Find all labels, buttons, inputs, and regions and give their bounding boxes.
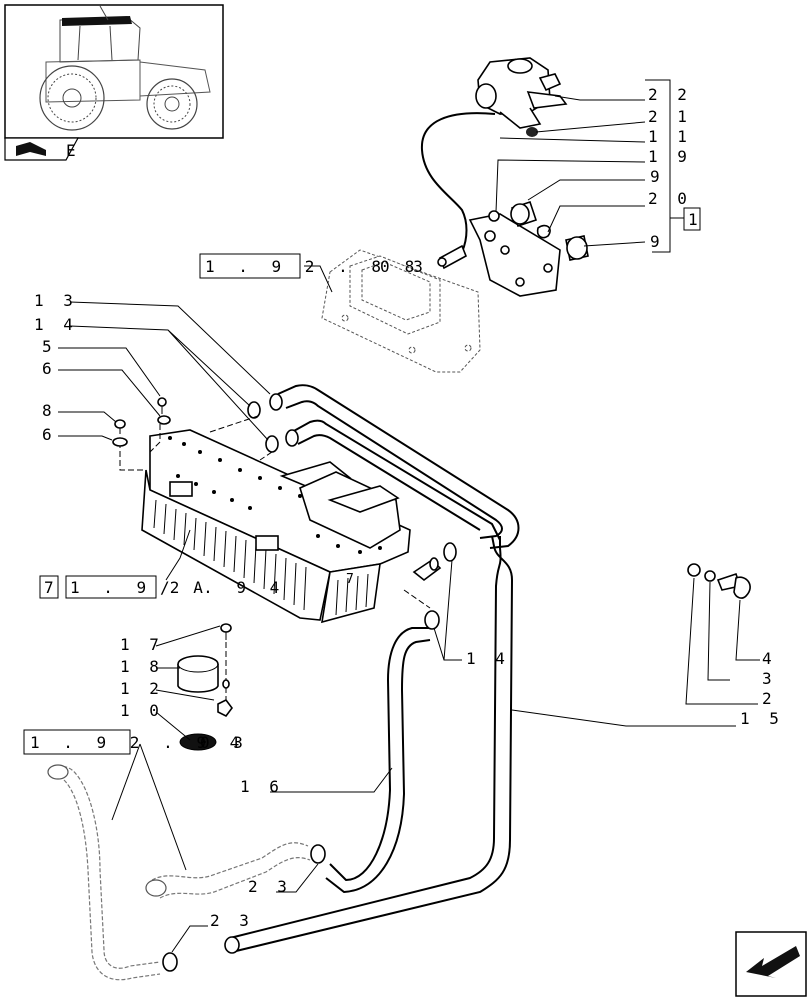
screw-8 bbox=[114, 419, 126, 434]
hose-16 bbox=[325, 627, 431, 894]
part-19 bbox=[488, 210, 500, 222]
tractor-thumbnail[interactable] bbox=[4, 4, 224, 139]
clamp-23b bbox=[162, 952, 178, 972]
group-bracket bbox=[645, 79, 671, 253]
callout-20: 2 0 bbox=[648, 189, 692, 208]
control-cable bbox=[420, 112, 496, 253]
valve-bracket bbox=[437, 213, 561, 297]
filter-10 bbox=[179, 733, 217, 751]
svg-text:7: 7 bbox=[44, 578, 54, 597]
callout-12: 1 2 bbox=[120, 679, 164, 698]
sensor-part-9b bbox=[565, 235, 589, 261]
callout-18: 1 8 bbox=[120, 657, 164, 676]
clamp-23a bbox=[310, 844, 326, 864]
hose-core-lower bbox=[285, 419, 501, 541]
callout-14b: 1 4 bbox=[466, 649, 510, 668]
callout-22: 2 2 bbox=[648, 85, 692, 104]
ref-1-92-94[interactable]: 1 . 9 2 . 9 4 bbox=[23, 729, 246, 755]
hose-13 bbox=[269, 384, 520, 549]
bleed-screw-4 bbox=[716, 572, 751, 599]
hose-15 bbox=[229, 535, 514, 953]
ring-18 bbox=[222, 679, 230, 689]
hose-15-end bbox=[224, 936, 240, 954]
filter-cap-18 bbox=[177, 655, 219, 693]
callout-8: 8 bbox=[42, 401, 57, 420]
callout-9b: 9 bbox=[650, 232, 665, 251]
ref-1-92-88-suffix: 0 3 bbox=[380, 257, 430, 276]
callout-16: 1 6 bbox=[240, 777, 284, 796]
ref-1-92-94-suffix: 0 3 bbox=[200, 733, 250, 752]
ref-1-92-94-a[interactable]: 1 . 9 2 . 9 4 bbox=[65, 575, 286, 599]
washer-3 bbox=[704, 570, 716, 582]
heater-core: 7 bbox=[141, 429, 411, 624]
thumb-suffix: E bbox=[66, 141, 76, 160]
washer-2 bbox=[687, 563, 701, 577]
callout-6a: 6 bbox=[42, 359, 57, 378]
book-icon bbox=[16, 142, 46, 156]
callout-19: 1 9 bbox=[648, 147, 692, 166]
part-21 bbox=[526, 127, 538, 137]
screw-17 bbox=[220, 623, 232, 640]
part-20 bbox=[536, 224, 551, 239]
connector-fitting bbox=[412, 542, 457, 582]
heater-valve bbox=[475, 57, 568, 129]
ref-1-92-94-a-suffix: / A bbox=[160, 578, 210, 597]
svg-text:1 . 9 2 . 9 4: 1 . 9 2 . 9 4 bbox=[30, 733, 246, 752]
callout-9a: 9 bbox=[650, 167, 665, 186]
callout-3: 3 bbox=[762, 669, 777, 688]
callout-13: 1 3 bbox=[34, 291, 78, 310]
svg-text:7: 7 bbox=[346, 572, 354, 587]
svg-text:1 . 9 2 . 9 4: 1 . 9 2 . 9 4 bbox=[70, 578, 286, 597]
callout-23a: 2 3 bbox=[248, 877, 292, 896]
clamp-14b bbox=[265, 435, 279, 453]
next-page-button[interactable] bbox=[735, 931, 807, 997]
clip-12 bbox=[217, 698, 233, 718]
callout-10: 1 0 bbox=[120, 701, 164, 720]
arrow-icon bbox=[746, 946, 800, 978]
svg-text:1: 1 bbox=[688, 210, 698, 229]
callout-6b: 6 bbox=[42, 425, 57, 444]
callout-23b: 2 3 bbox=[210, 911, 254, 930]
dashed-housing bbox=[321, 249, 481, 373]
clamp-14a bbox=[247, 401, 261, 419]
washer-6b bbox=[112, 437, 128, 447]
view-selector[interactable]: E bbox=[4, 137, 80, 161]
callout-4: 4 bbox=[762, 649, 777, 668]
screw-5 bbox=[157, 397, 167, 414]
callout-15: 1 5 bbox=[740, 709, 784, 728]
callout-5: 5 bbox=[42, 337, 57, 356]
sensor-part-9a bbox=[510, 200, 538, 228]
group-ref-1[interactable]: 1 bbox=[683, 207, 701, 231]
lower-pipe-assembly bbox=[47, 764, 311, 981]
clamp-14c bbox=[424, 610, 440, 630]
washer-6a bbox=[157, 415, 171, 425]
callout-2: 2 bbox=[762, 689, 777, 708]
callout-17: 1 7 bbox=[120, 635, 164, 654]
ref-box-7[interactable]: 7 bbox=[39, 575, 59, 599]
callout-11: 1 1 bbox=[648, 127, 692, 146]
callout-14a: 1 4 bbox=[34, 315, 78, 334]
callout-21: 2 1 bbox=[648, 107, 692, 126]
